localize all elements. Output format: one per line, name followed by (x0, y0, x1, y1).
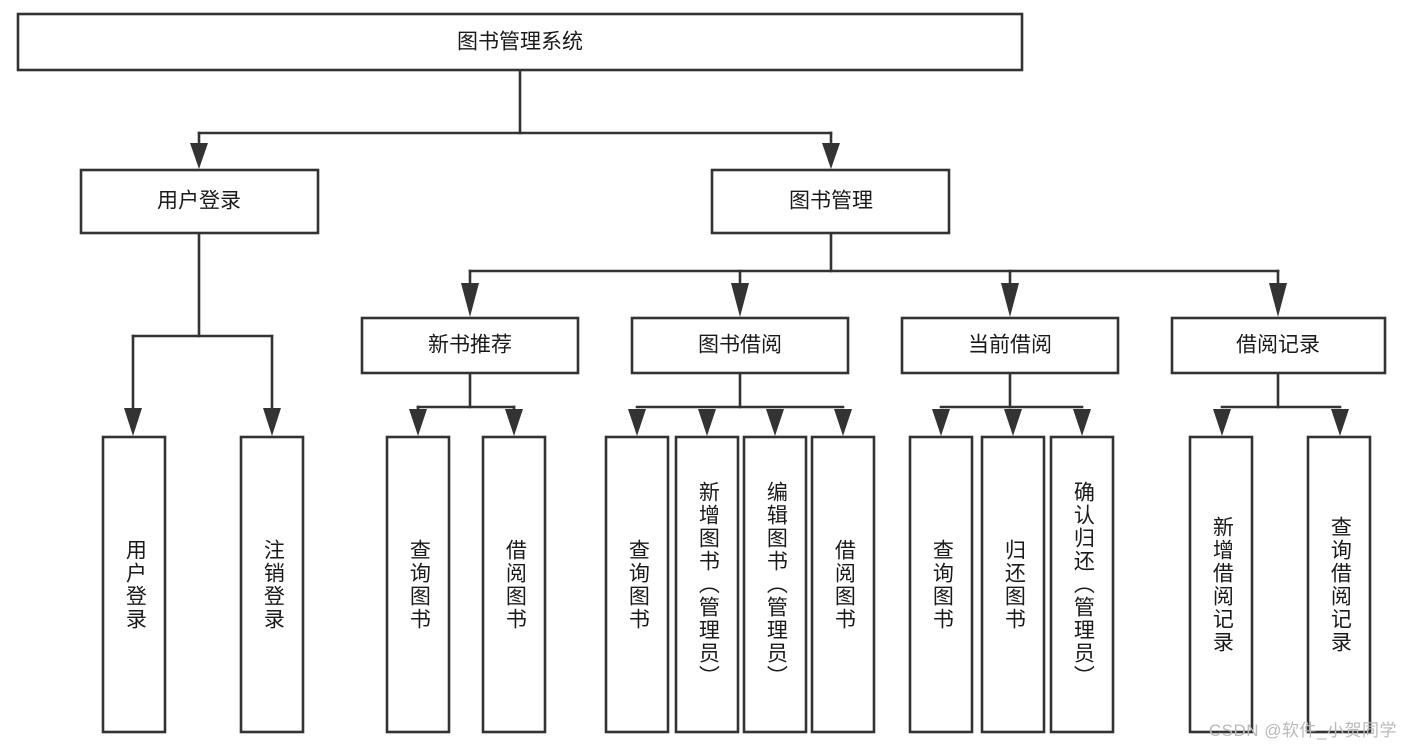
connector-group-current-borrow (932, 371, 1091, 436)
node-user-login-label: 用户登录 (157, 190, 241, 213)
arrow-head-leaf-query-book-1 (409, 409, 427, 436)
node-root[interactable]: 图书管理系统 (16, 12, 1024, 72)
node-user-login-box[interactable] (79, 168, 320, 235)
arrow-head-current-borrow (1001, 283, 1019, 317)
node-root-label: 图书管理系统 (457, 31, 583, 54)
arrow-head-leaf-confirm-return (1073, 409, 1091, 436)
node-new-book-rec-label: 新书推荐 (428, 334, 512, 357)
csdn-watermark: CSDN @软件_小贺同学 (1208, 721, 1397, 740)
node-new-book-rec-box[interactable] (360, 316, 580, 375)
node-book-borrow-label: 图书借阅 (698, 334, 782, 357)
node-book-borrow-box[interactable] (630, 316, 850, 375)
arrow-head-leaf-borrow-book-1 (505, 409, 523, 436)
node-user-login[interactable]: 用户登录 (79, 168, 320, 235)
arrow-head-leaf-edit-book (766, 409, 784, 436)
node-leaf-query-book-3-box[interactable] (908, 435, 974, 734)
connector-group-user-login (124, 231, 281, 436)
node-leaf-add-record-box[interactable] (1188, 435, 1254, 734)
node-leaf-add-book-box[interactable] (674, 435, 740, 734)
node-root-box[interactable] (16, 12, 1024, 72)
arrow-head-user-login (190, 143, 208, 169)
node-leaf-query-record-box[interactable] (1306, 435, 1372, 734)
node-book-borrow[interactable]: 图书借阅 (630, 316, 850, 375)
node-borrow-record-box[interactable] (1170, 316, 1387, 375)
node-leaf-return-book-box[interactable] (980, 435, 1046, 734)
arrow-head-leaf-query-record (1331, 409, 1349, 436)
node-book-manage[interactable]: 图书管理 (710, 168, 951, 235)
arrow-head-leaf-add-book (698, 409, 716, 436)
node-new-book-rec[interactable]: 新书推荐 (360, 316, 580, 375)
connector-group-book-manage (461, 231, 1287, 317)
arrow-head-leaf-logout (263, 408, 281, 436)
arrow-head-leaf-return-book (1004, 409, 1022, 436)
connector-group-root (190, 68, 840, 169)
node-leaf-user-login-box[interactable] (101, 435, 167, 734)
arrow-head-leaf-borrow-book-2 (834, 409, 852, 436)
node-leaf-query-book-1-box[interactable] (385, 435, 451, 734)
arrow-head-leaf-query-book-2 (628, 409, 646, 436)
arrow-head-book-borrow (731, 283, 749, 317)
node-leaf-query-book-2-box[interactable] (604, 435, 670, 734)
connector-group-new-book-rec (409, 371, 523, 436)
arrow-head-book-manage (822, 143, 840, 169)
arrow-head-leaf-query-book-3 (932, 409, 950, 436)
node-borrow-record[interactable]: 借阅记录 (1170, 316, 1387, 375)
arrow-head-leaf-user-login (124, 408, 142, 436)
node-book-manage-box[interactable] (710, 168, 951, 235)
arrow-head-borrow-record (1269, 283, 1287, 317)
node-current-borrow-label: 当前借阅 (968, 334, 1052, 357)
node-leaf-logout-box[interactable] (239, 435, 305, 734)
node-leaf-edit-book-box[interactable] (742, 435, 808, 734)
leaf-box-group (101, 435, 1372, 734)
connector-group-book-borrow (628, 371, 852, 436)
connector-group-borrow-record (1213, 371, 1349, 436)
node-leaf-confirm-return-box[interactable] (1049, 435, 1115, 734)
node-leaf-borrow-book-2-box[interactable] (810, 435, 876, 734)
arrow-head-new-book-rec (461, 283, 479, 317)
node-current-borrow[interactable]: 当前借阅 (900, 316, 1120, 375)
node-current-borrow-box[interactable] (900, 316, 1120, 375)
arrow-head-leaf-add-record (1213, 409, 1231, 436)
node-leaf-borrow-book-1-box[interactable] (481, 435, 547, 734)
node-book-manage-label: 图书管理 (789, 190, 873, 213)
node-borrow-record-label: 借阅记录 (1236, 334, 1320, 357)
